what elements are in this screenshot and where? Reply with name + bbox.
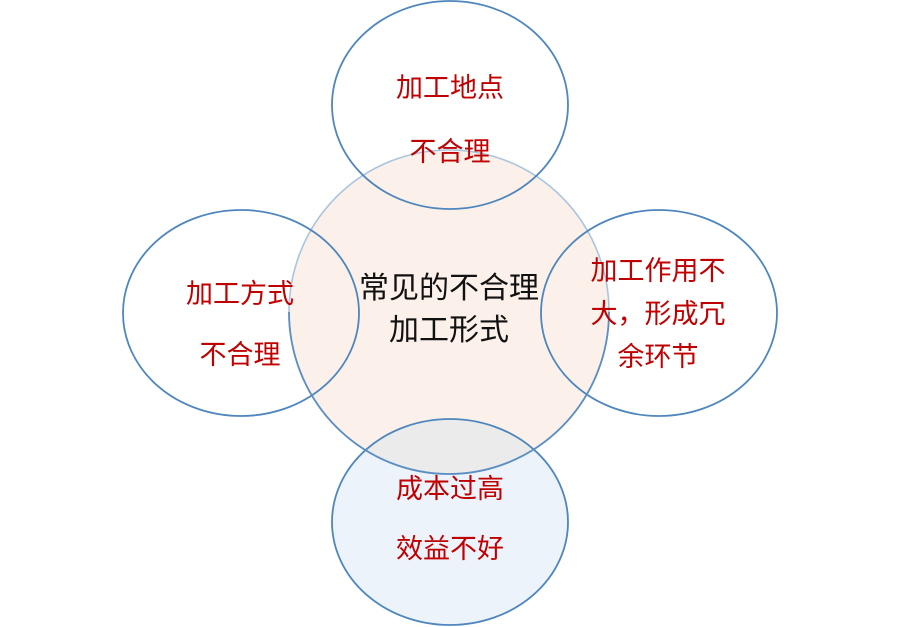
top-label-line2: 不合理 [409, 137, 491, 168]
bottom-circle-fill [332, 419, 568, 625]
bottom-label-line1: 成本过高 [396, 474, 504, 505]
top-label: 加工地点 不合理 [370, 57, 530, 185]
left-label-line2: 不合理 [199, 340, 281, 371]
center-label-line1: 常见的不合理 [359, 271, 539, 306]
center-circle-fill [289, 150, 609, 474]
left-label-line1: 加工方式 [186, 279, 294, 310]
right-label-line3: 余环节 [617, 342, 699, 373]
center-label-line2: 加工形式 [389, 313, 509, 348]
left-circle [122, 209, 360, 417]
top-circle [331, 0, 569, 210]
bottom-circle [331, 418, 569, 626]
left-label: 加工方式 不合理 [160, 264, 320, 386]
bottom-label-line2: 效益不好 [396, 534, 504, 565]
top-label-line1: 加工地点 [396, 73, 504, 104]
right-label-line1: 加工作用不 [590, 256, 726, 287]
right-label: 加工作用不 大，形成冗 余环节 [578, 250, 738, 379]
bottom-label: 成本过高 效益不好 [370, 460, 530, 580]
center-label: 常见的不合理 加工形式 [349, 268, 549, 352]
right-circle [540, 209, 778, 417]
center-circle-lower-arc [288, 311, 610, 475]
right-label-line2: 大，形成冗 [590, 299, 726, 330]
